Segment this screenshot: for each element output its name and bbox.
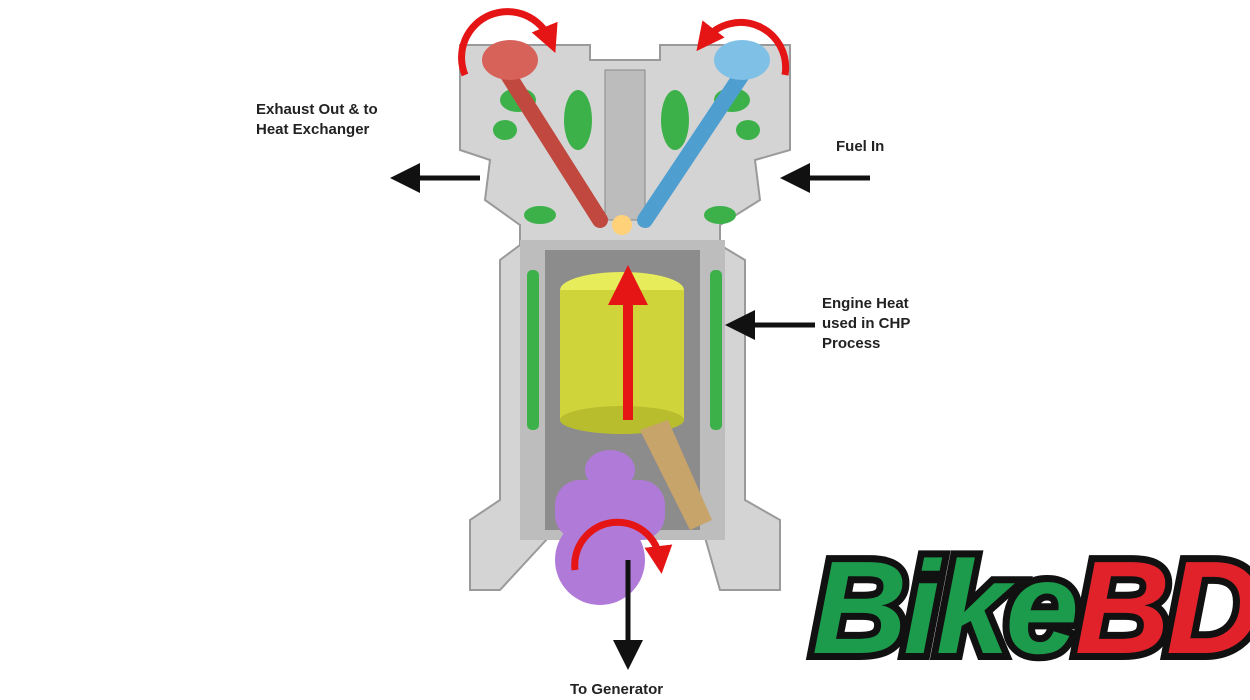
crankshaft (555, 450, 665, 605)
connecting-rod (640, 420, 712, 530)
generator-label: To Generator (570, 681, 664, 698)
logo-part-bike: Bike (805, 527, 1086, 688)
exhaust-valve (482, 40, 608, 228)
fuel-label: Fuel In (836, 138, 885, 155)
exhaust-label: Exhaust Out & to Heat Exchanger (256, 101, 378, 138)
logo-part-bd: BD (1068, 527, 1250, 688)
intake-valve (637, 40, 770, 228)
rotation-arrows (458, 8, 790, 574)
engine-heat-label: Engine Heat used in CHP Process (822, 295, 911, 352)
piston (560, 272, 684, 434)
spark-icon (612, 215, 632, 235)
bikebd-logo: BikeBD (805, 527, 1250, 688)
